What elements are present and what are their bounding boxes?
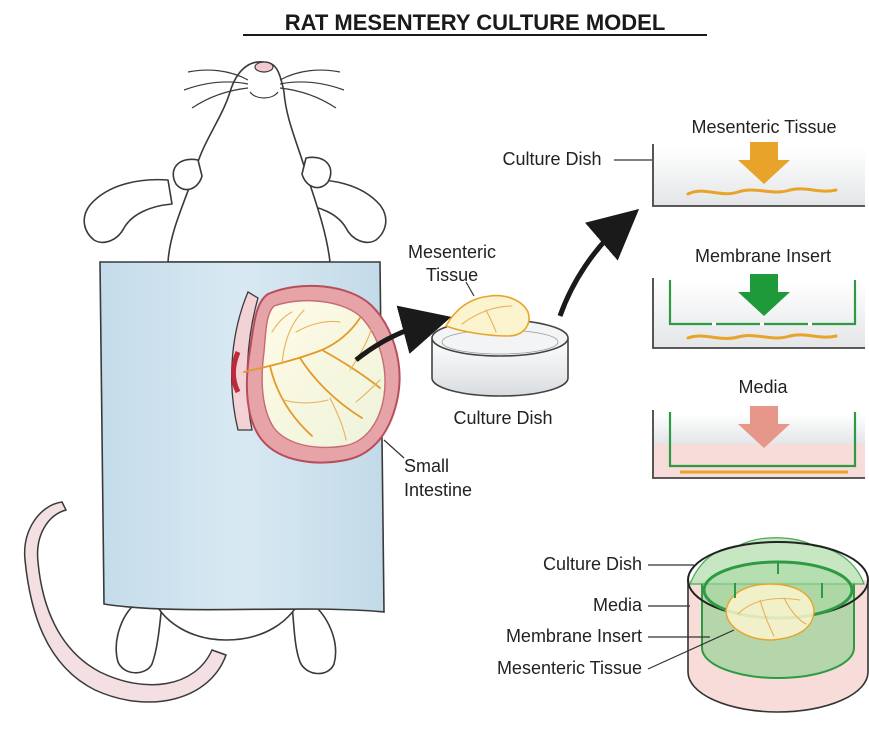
panel1-culture-dish-label: Culture Dish [502,149,601,169]
panel3-title: Media [738,377,788,397]
final-media-label: Media [593,595,643,615]
panel2-title: Membrane Insert [695,246,831,266]
small-intestine-label-line2: Intestine [404,480,472,500]
final-culture-dish [688,538,868,712]
mesenteric-tissue-label-line2: Tissue [426,265,478,285]
rat-ear-left [173,159,202,189]
diagram-title: RAT MESENTERY CULTURE MODEL [285,10,666,35]
small-intestine-label-line1: Small [404,456,449,476]
curved-arrow-icon-2 [560,222,624,316]
small-intestine-leader [384,440,404,458]
rat-hind-leg-right [292,602,336,674]
culture-dish-label: Culture Dish [453,408,552,428]
panel1-title: Mesenteric Tissue [691,117,836,137]
rat-nose [255,62,273,72]
small-intestine-icon [247,286,400,463]
rat-ear-right [302,157,331,187]
final-mesenteric-tissue-label: Mesenteric Tissue [497,658,642,678]
mesentery-icon [262,301,385,448]
rat-hind-leg-left [116,600,162,673]
final-membrane-insert-label: Membrane Insert [506,626,642,646]
final-culture-dish-label: Culture Dish [543,554,642,574]
mesenteric-tissue-sample [446,296,529,336]
rat-front-leg-left [84,180,172,243]
mesenteric-tissue-label-line1: Mesenteric [408,242,496,262]
